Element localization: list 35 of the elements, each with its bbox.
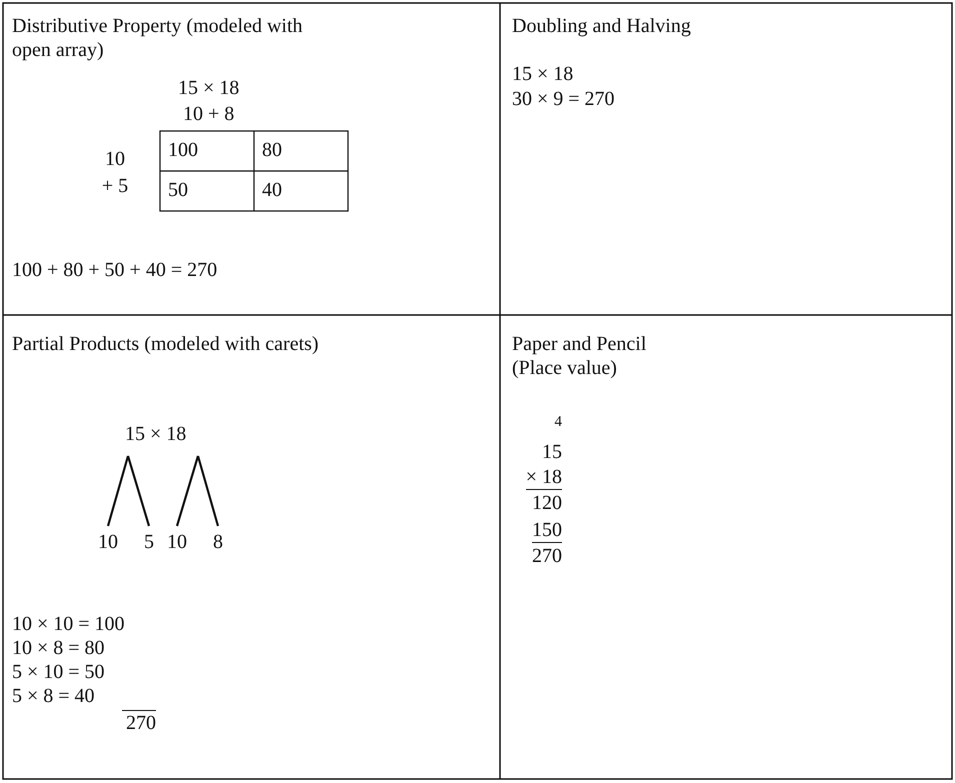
array-cell-value: 80 xyxy=(262,138,282,162)
equation: 5 × 8 = 40 xyxy=(12,684,95,708)
equation: 5 × 10 = 50 xyxy=(12,660,105,684)
multiplier: × 18 xyxy=(526,465,562,490)
array-cell-value: 100 xyxy=(168,138,198,162)
array-cell-value: 40 xyxy=(262,178,282,202)
array-cell-value: 50 xyxy=(168,178,188,202)
caret-bottom-number: 10 xyxy=(165,528,189,556)
product: 270 xyxy=(532,544,562,568)
cell-heading: (Place value) xyxy=(512,356,617,380)
equation: 100 + 80 + 50 + 40 = 270 xyxy=(12,258,218,282)
equation: 30 × 9 = 270 xyxy=(512,87,615,111)
caret-top-number: 15 × 18 xyxy=(123,420,188,448)
equation: 10 × 10 = 100 xyxy=(12,612,125,636)
equation: 10 × 8 = 80 xyxy=(12,636,105,660)
expanded-factor: 10 + 8 xyxy=(183,102,234,126)
expanded-factor: 10 + 5 xyxy=(100,147,130,199)
cell-heading: Partial Products (modeled with carets) xyxy=(12,332,319,356)
partial-product: 120 xyxy=(532,491,562,515)
multiplication-problem: 15 × 18 xyxy=(178,76,240,100)
sum-total: 270 xyxy=(122,710,156,735)
caret-line xyxy=(196,456,220,526)
caret-bottom-number: 8 xyxy=(211,528,225,556)
partial-product: 150 xyxy=(532,518,562,543)
multiplication-problem: 15 × 18 xyxy=(512,62,574,86)
multiplicand: 15 xyxy=(542,440,562,464)
caret-bottom-number: 10 xyxy=(96,528,120,556)
cell-heading: Paper and Pencil xyxy=(512,332,646,356)
cell-heading: Doubling and Halving xyxy=(512,14,691,38)
caret-line xyxy=(126,456,150,526)
caret-line xyxy=(176,456,200,526)
carry-digit: 4 xyxy=(554,413,562,432)
caret-line xyxy=(106,456,130,526)
cell-heading: Distributive Property (modeled with open array) xyxy=(12,14,304,62)
caret-bottom-number: 5 xyxy=(142,528,156,556)
